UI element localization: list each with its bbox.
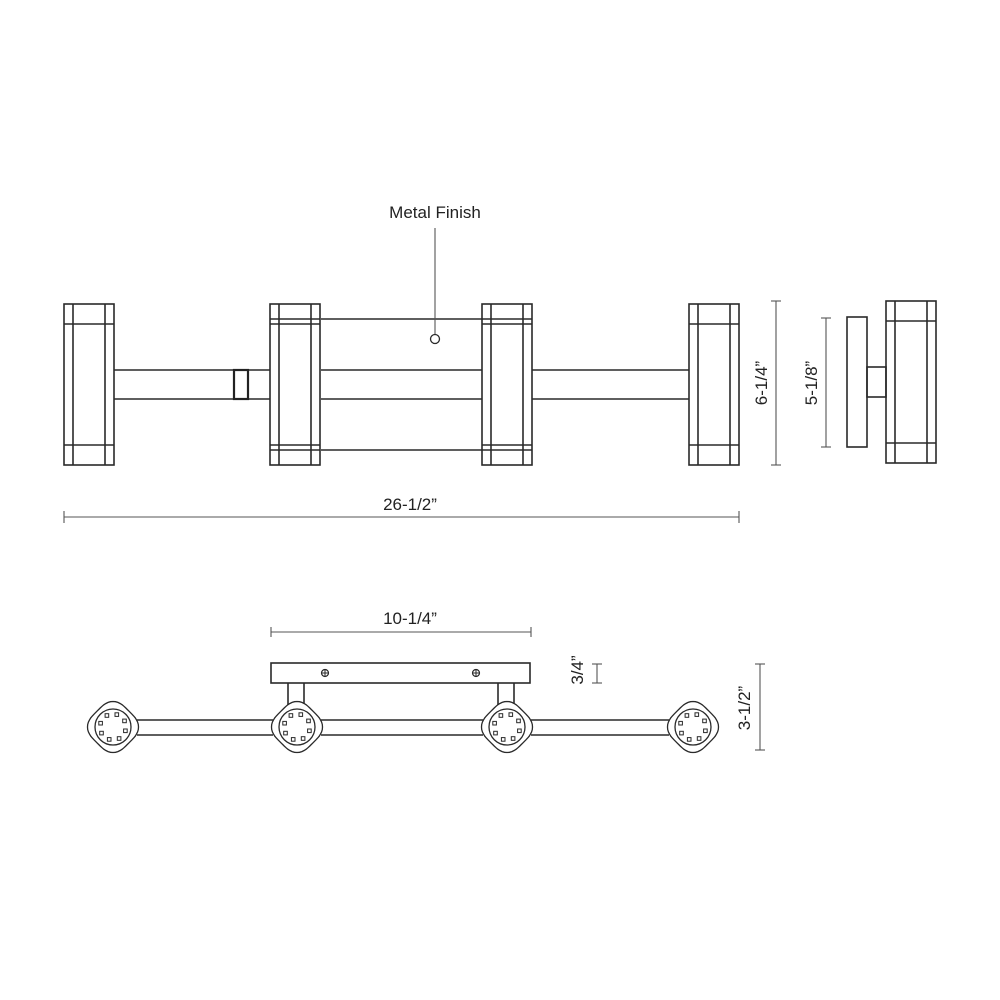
lamp-shade xyxy=(269,303,321,466)
lamp-shade xyxy=(481,303,533,466)
socket-icon xyxy=(86,700,140,754)
canopy-posts xyxy=(287,683,515,706)
socket-icon xyxy=(666,700,720,754)
dim-canopy-width: 10-1/4” xyxy=(270,609,532,637)
canopy xyxy=(270,662,531,684)
side-view xyxy=(846,300,937,464)
screw-icon xyxy=(471,668,481,678)
dim-overall-depth: 3-1/2” xyxy=(735,663,765,751)
front-view xyxy=(63,303,740,466)
canopy-depth-label: 3/4” xyxy=(568,655,587,685)
lamp-shade xyxy=(688,303,740,466)
callout-dot xyxy=(429,333,441,345)
canopy-width-label: 10-1/4” xyxy=(383,609,437,628)
socket-icon xyxy=(480,700,534,754)
socket-icon xyxy=(270,700,324,754)
top-bar xyxy=(137,719,669,736)
dim-backplate-height: 5-1/8” xyxy=(802,317,831,448)
dim-overall-height: 6-1/4” xyxy=(752,300,781,466)
overall-depth-label: 3-1/2” xyxy=(735,685,754,730)
coupler xyxy=(232,368,250,401)
side-lamp xyxy=(885,300,937,464)
side-backplate xyxy=(846,316,868,448)
metal-finish-label: Metal Finish xyxy=(389,203,481,222)
screw-icon xyxy=(320,668,330,678)
lamp-shade xyxy=(63,303,115,466)
side-stem xyxy=(866,366,887,398)
backplate-height-label: 5-1/8” xyxy=(802,360,821,405)
overall-height-label: 6-1/4” xyxy=(752,360,771,405)
dim-canopy-depth: 3/4” xyxy=(568,655,602,685)
overall-width-label: 26-1/2” xyxy=(383,495,437,514)
top-view xyxy=(86,662,720,754)
front-bar xyxy=(114,318,689,451)
dim-overall-width: 26-1/2” xyxy=(63,495,740,523)
